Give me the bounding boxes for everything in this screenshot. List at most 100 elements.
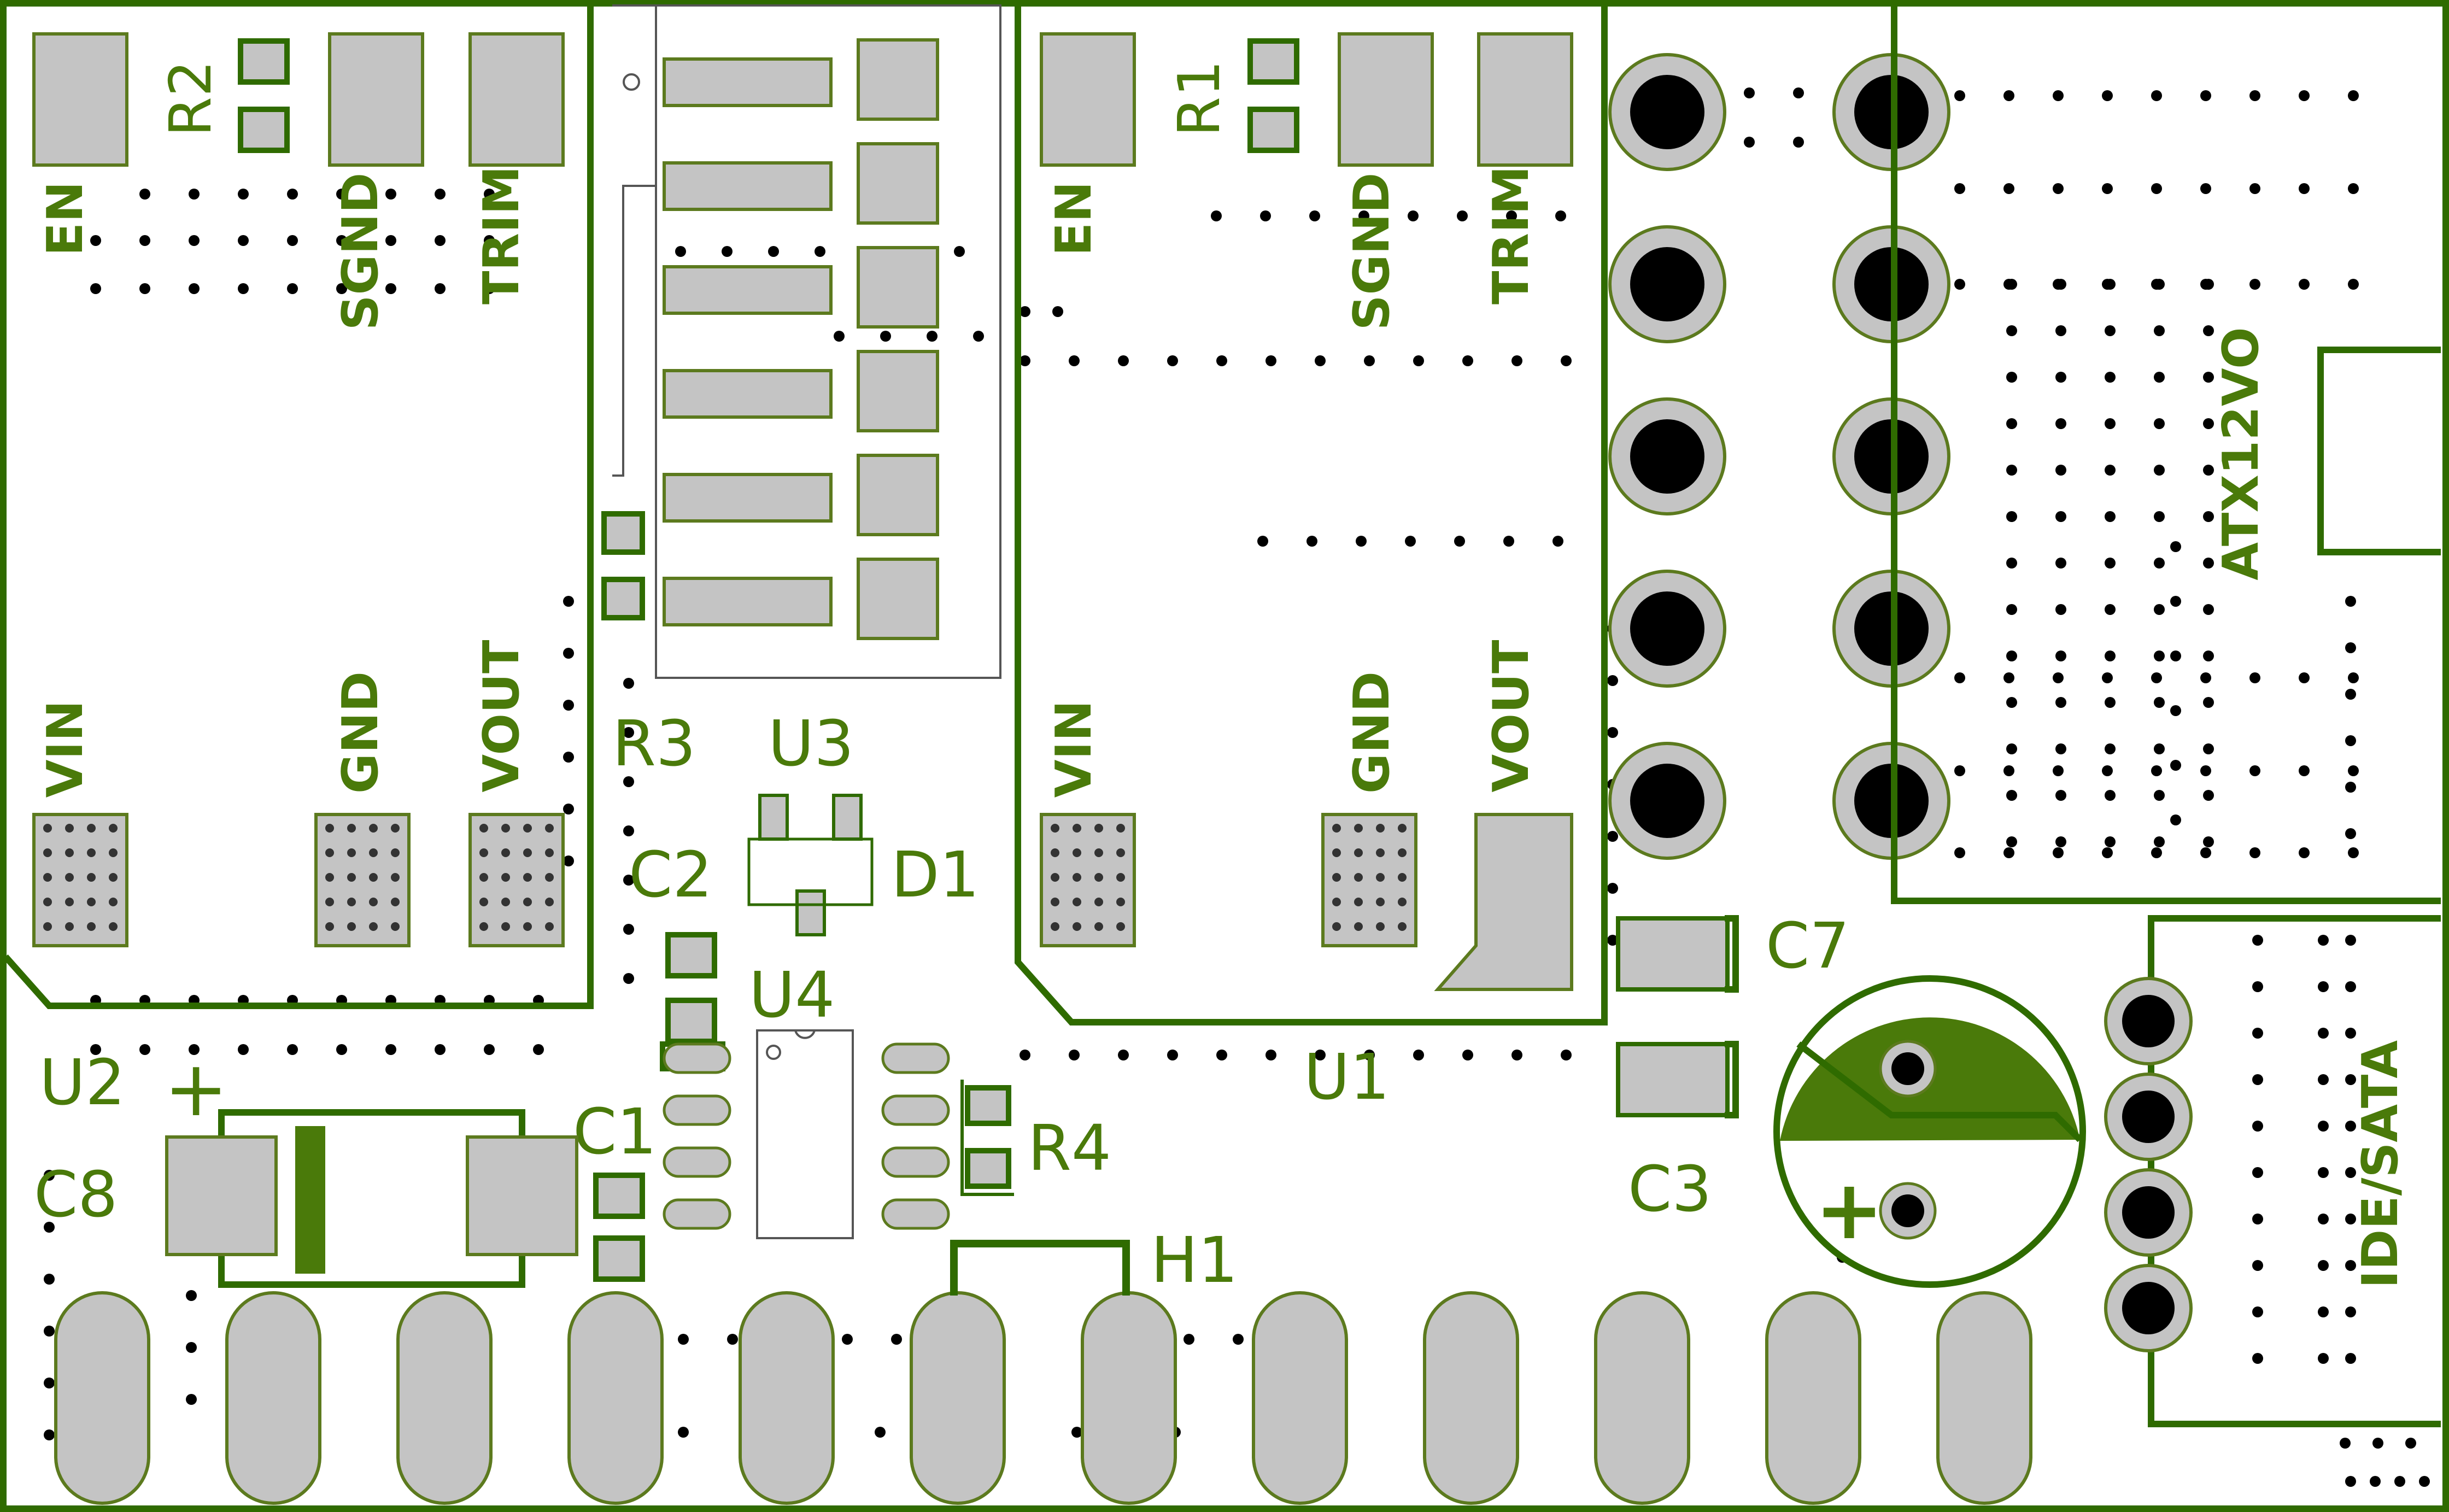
c7-band xyxy=(1725,915,1739,993)
via xyxy=(2154,650,2165,661)
via xyxy=(2006,790,2017,801)
via xyxy=(1167,1050,1178,1060)
via xyxy=(2203,511,2214,522)
via xyxy=(2340,1438,2351,1449)
via xyxy=(1462,1050,1473,1060)
via xyxy=(2318,1028,2329,1039)
via xyxy=(435,283,446,294)
via xyxy=(2105,465,2116,476)
label-atx: ATX12VO xyxy=(2212,327,2270,580)
strip-pad-long xyxy=(663,369,833,419)
strip-pad-square xyxy=(857,454,939,536)
via xyxy=(623,973,634,984)
via xyxy=(1954,847,1965,858)
label-u2-trim: TRIM xyxy=(473,166,530,304)
thermal-via xyxy=(109,873,118,882)
thermal-via xyxy=(1094,824,1103,833)
via xyxy=(2006,650,2017,661)
via xyxy=(2006,558,2017,569)
via xyxy=(1020,1050,1030,1060)
thermal-via xyxy=(325,922,334,931)
strip-pad-long xyxy=(663,265,833,315)
via xyxy=(1552,536,1563,547)
via xyxy=(1954,279,1965,290)
pad-u1-en xyxy=(1040,32,1136,167)
thermal-via xyxy=(109,824,118,833)
edge-pad xyxy=(1594,1291,1690,1505)
thermal-via xyxy=(1116,922,1125,931)
u4-pad-left xyxy=(663,1146,731,1178)
via xyxy=(563,596,574,607)
via xyxy=(1607,935,1618,946)
via xyxy=(238,189,249,200)
via xyxy=(1954,765,1965,776)
via xyxy=(186,1394,197,1405)
via xyxy=(1265,355,1276,366)
via xyxy=(2252,981,2263,992)
via xyxy=(2345,828,2356,839)
via xyxy=(2170,760,2181,771)
via xyxy=(2345,1260,2356,1271)
via xyxy=(1071,1427,1082,1438)
thermal-via xyxy=(347,898,356,906)
strip-pad-square xyxy=(857,558,939,640)
u4-pad-right xyxy=(881,1198,950,1230)
c8-polarity-band xyxy=(295,1126,325,1274)
via xyxy=(1260,210,1271,221)
via xyxy=(2348,847,2359,858)
power-hole-drill xyxy=(1630,591,1704,666)
via xyxy=(2151,847,2162,858)
via xyxy=(2003,183,2014,194)
via xyxy=(2053,183,2064,194)
via xyxy=(2105,743,2116,754)
via xyxy=(2203,697,2214,708)
c7-pad xyxy=(1616,916,1730,992)
via xyxy=(2006,836,2017,847)
via xyxy=(1306,536,1317,547)
label-r2: R2 xyxy=(157,60,224,137)
ide-hole-drill xyxy=(2122,1186,2175,1239)
via xyxy=(1309,210,1320,221)
label-c1: C1 xyxy=(573,1095,657,1169)
label-u2-vin: VIN xyxy=(37,700,94,798)
via xyxy=(1607,727,1618,738)
via xyxy=(563,804,574,814)
via xyxy=(1315,1050,1326,1060)
via xyxy=(2105,790,2116,801)
via xyxy=(2154,743,2165,754)
via xyxy=(1744,87,1755,98)
via xyxy=(2105,511,2116,522)
via xyxy=(1954,90,1965,101)
thermal-via xyxy=(1376,848,1385,857)
thermal-via xyxy=(347,873,356,882)
via xyxy=(2203,604,2214,615)
electrolytic-trace xyxy=(1796,1041,2083,1142)
via xyxy=(287,1044,298,1055)
via xyxy=(2170,541,2181,552)
thermal-via xyxy=(523,898,532,906)
thermal-via xyxy=(1398,922,1407,931)
label-u2-en: EN xyxy=(37,181,94,256)
via xyxy=(2299,183,2310,194)
via xyxy=(2170,705,2181,716)
via xyxy=(2249,672,2260,683)
via xyxy=(2252,1306,2263,1317)
thermal-via xyxy=(391,824,400,833)
thermal-via xyxy=(65,848,74,857)
atx-latch xyxy=(2317,347,2441,555)
via xyxy=(1257,536,1268,547)
via xyxy=(2006,418,2017,429)
via xyxy=(623,678,634,689)
via xyxy=(563,648,574,659)
module-u1: R1 EN SGND TRIM VIN GND VOUT U1 xyxy=(1015,5,1608,1114)
strip-pad-long xyxy=(663,577,833,626)
thermal-via xyxy=(325,848,334,857)
via xyxy=(336,189,347,200)
via xyxy=(435,189,446,200)
cap-pad-a xyxy=(601,511,645,555)
via xyxy=(2345,1306,2356,1317)
via xyxy=(2345,935,2356,946)
label-d1: D1 xyxy=(891,839,980,912)
